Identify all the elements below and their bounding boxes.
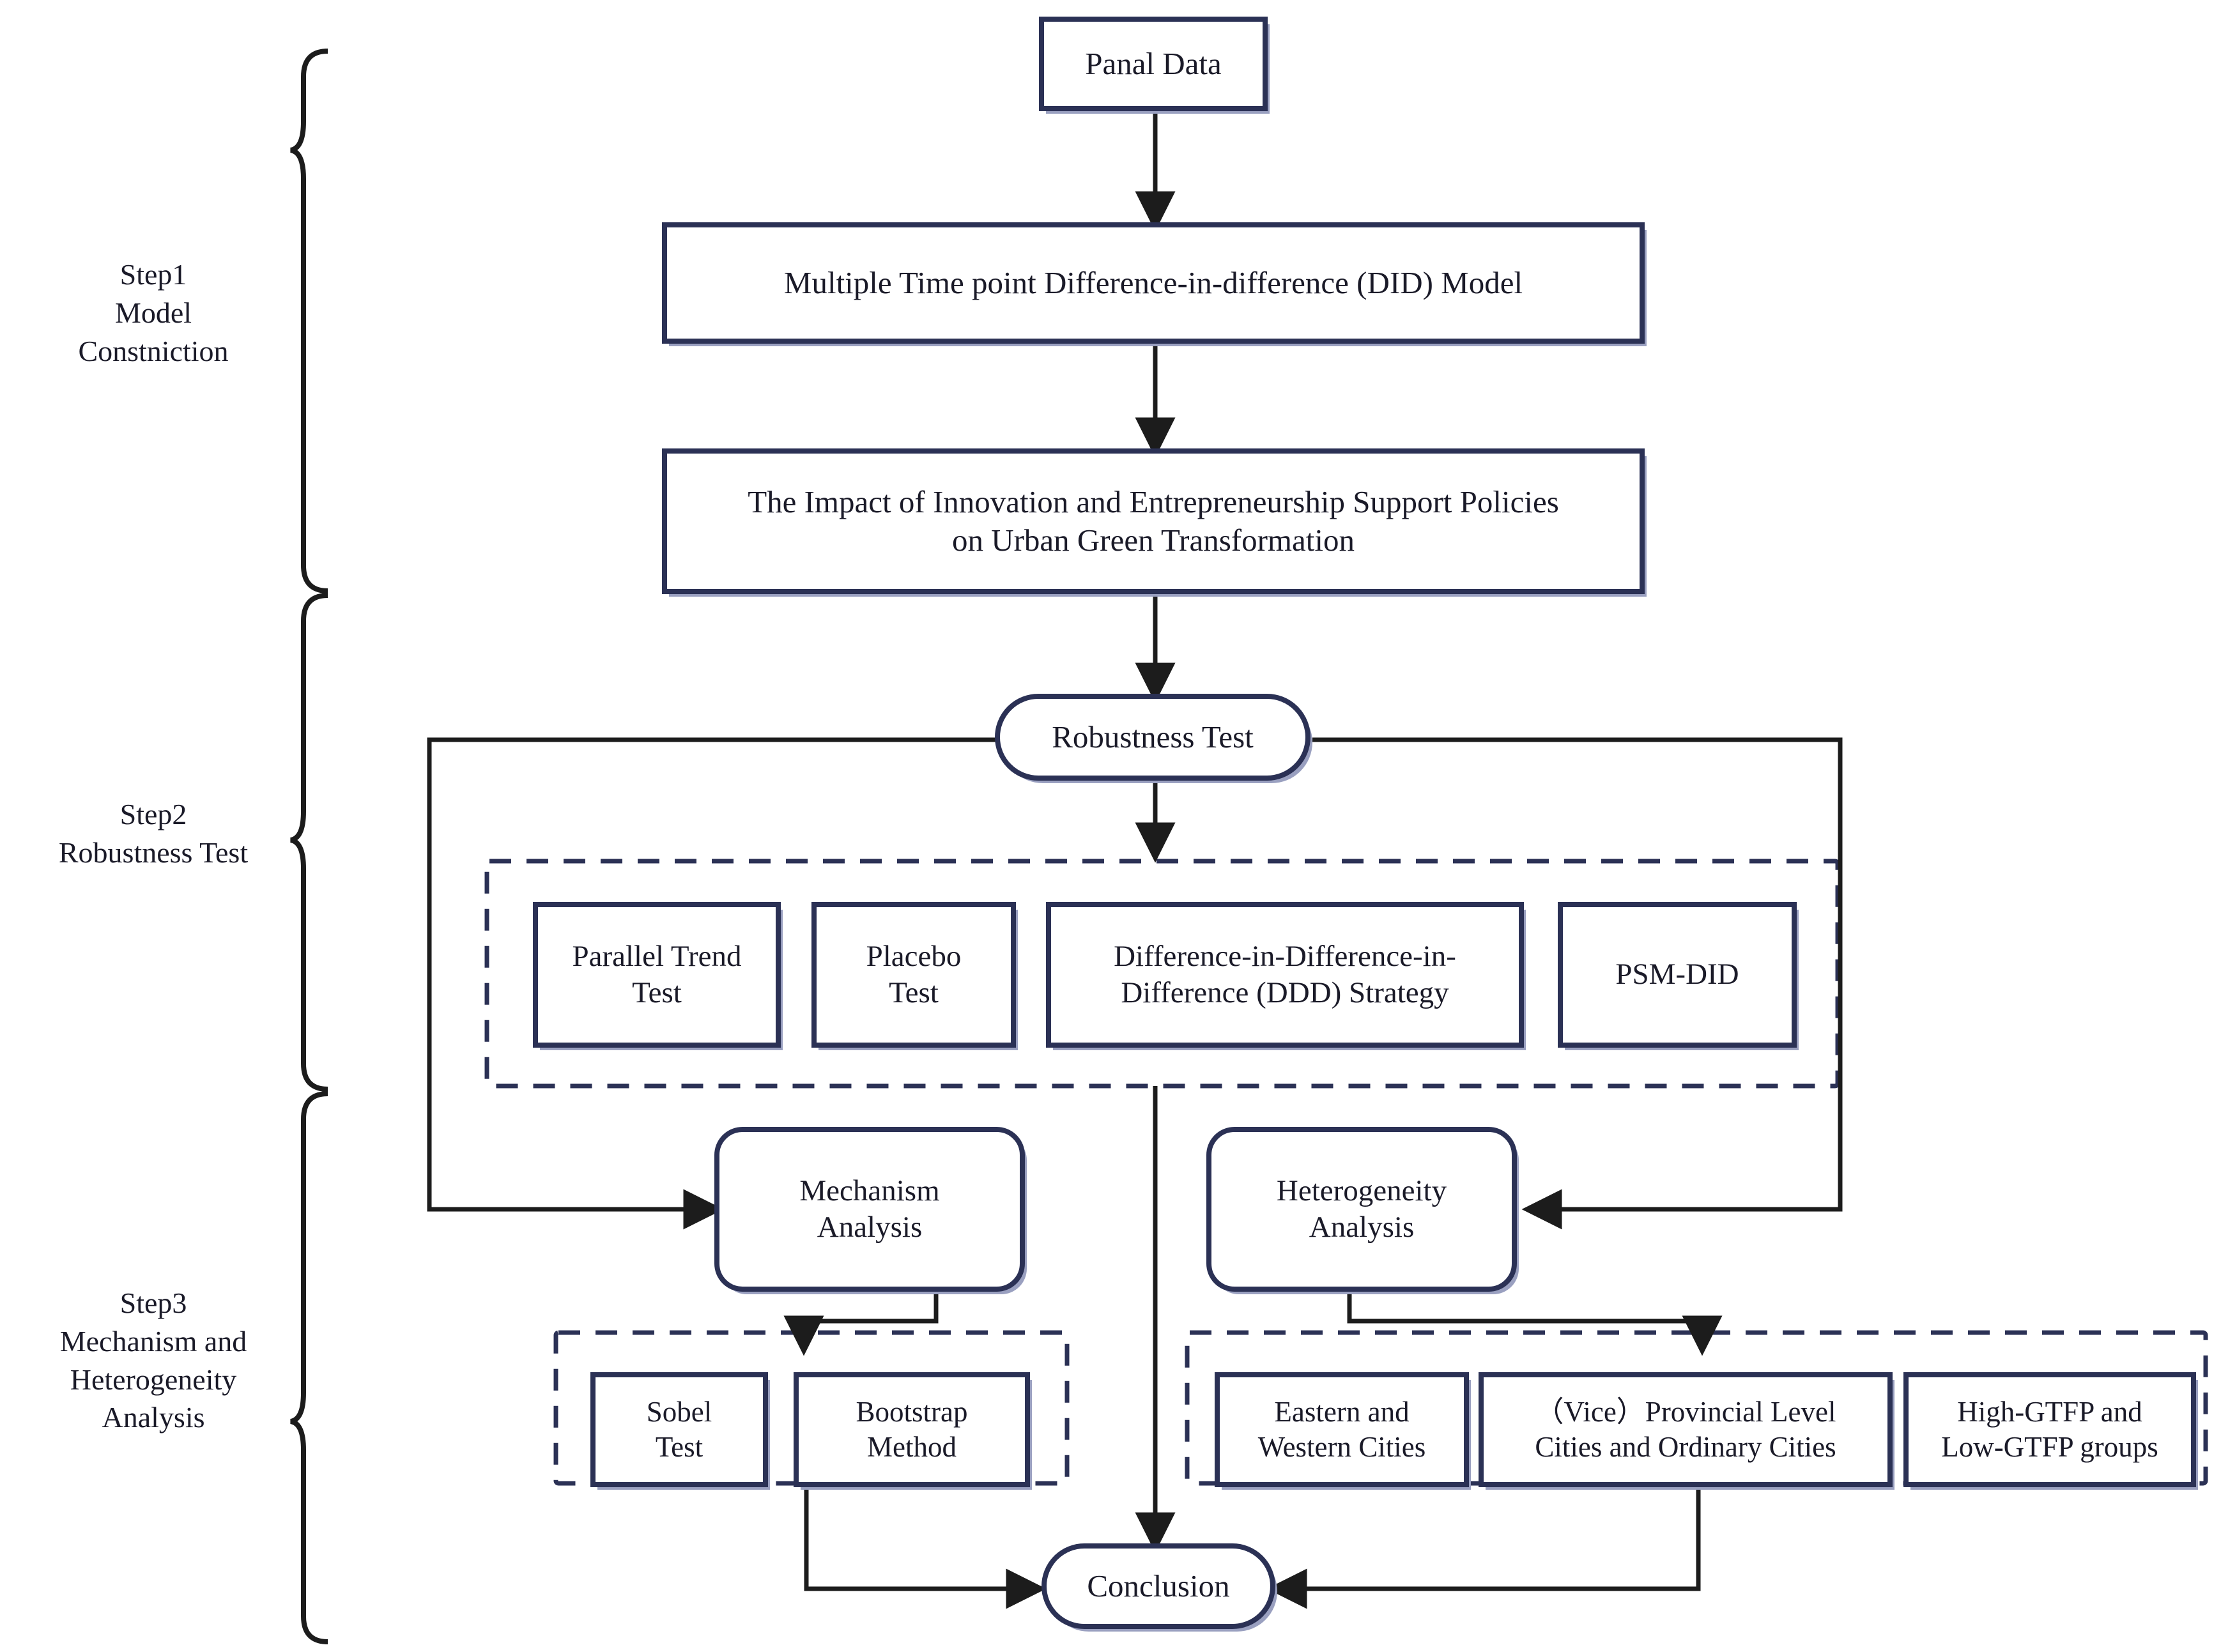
node-shape-heterogeneity[interactable] [1206, 1127, 1517, 1292]
edge-mechanism-group-to-conclusion [804, 1483, 1047, 1609]
node-shape-conclusion[interactable] [1041, 1543, 1275, 1629]
step-brace-2 [289, 593, 328, 1092]
node-shape-did-model[interactable] [662, 222, 1645, 344]
node-shape-provincial[interactable] [1479, 1372, 1893, 1487]
edge-heterogeneity-group-to-conclusion [1266, 1483, 1701, 1609]
edge-robustness-to-heterogeneity [1312, 737, 1843, 1230]
node-shape-impact[interactable] [662, 448, 1645, 594]
step-brace-3 [289, 1091, 328, 1644]
node-shape-east-west[interactable] [1215, 1372, 1469, 1487]
node-shape-ddd[interactable] [1046, 902, 1524, 1048]
node-shape-panel-data[interactable] [1039, 17, 1268, 111]
edge-robustness-to-mechanism [427, 737, 997, 1230]
node-shape-psm-did[interactable] [1558, 902, 1797, 1048]
node-shape-gtfp[interactable] [1903, 1372, 2196, 1487]
step-brace-1 [289, 49, 328, 593]
mechanism-group-box [553, 1330, 1070, 1486]
edge-mechanism-to-group [783, 1289, 939, 1356]
node-shape-robustness-test[interactable] [995, 694, 1310, 781]
node-shape-parallel-trend[interactable] [533, 902, 781, 1048]
edge-heterogeneity-to-group [1347, 1289, 1723, 1356]
node-shape-bootstrap[interactable] [794, 1372, 1030, 1487]
node-shape-sobel[interactable] [590, 1372, 768, 1487]
node-shape-mechanism[interactable] [714, 1127, 1025, 1292]
node-shape-placebo[interactable] [811, 902, 1016, 1048]
